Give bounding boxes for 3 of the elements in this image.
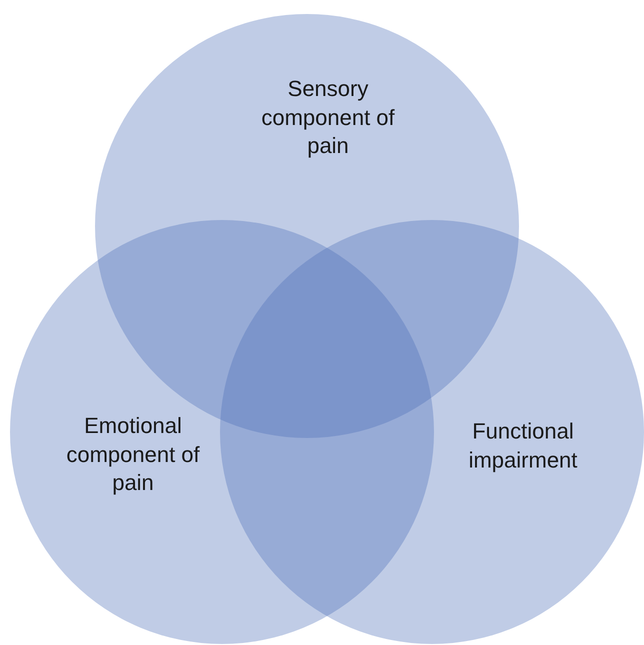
circle-label: Sensory component of pain [260,75,396,160]
circle-label: Functional impairment [468,417,578,474]
circle-label: Emotional component of pain [65,412,201,498]
